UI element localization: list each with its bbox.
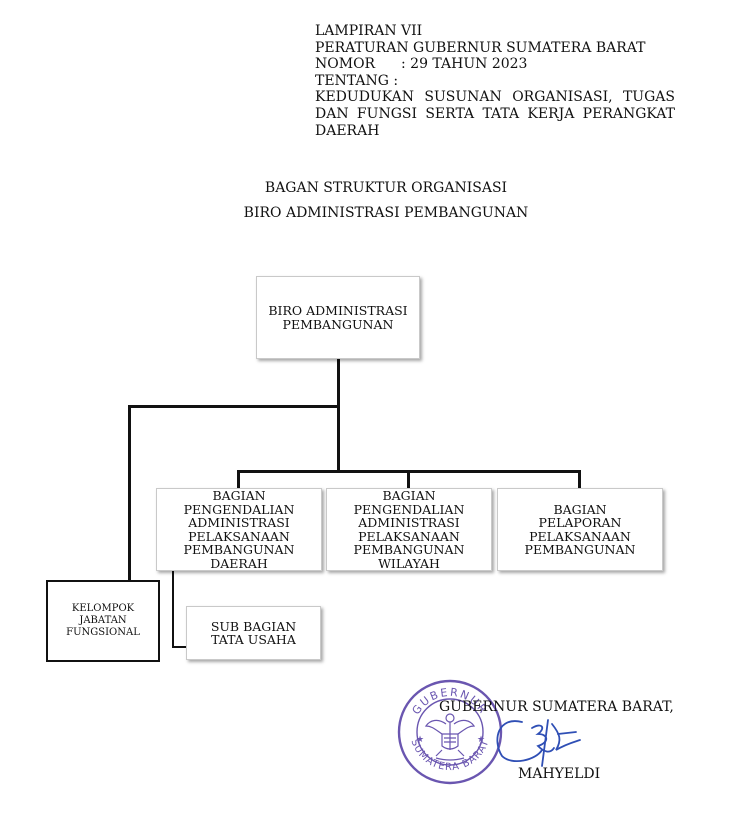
connector-subdivision-horizontal <box>172 646 186 648</box>
nomor-value: : 29 TAHUN 2023 <box>401 56 528 73</box>
division-box-1: BAGIAN PENGENDALIAN ADMINISTRASI PELAKSA… <box>156 488 322 571</box>
handwritten-signature <box>496 719 581 767</box>
functional-group-label: KELOMPOK JABATAN FUNGSIONAL <box>66 603 140 638</box>
connector-subdivision-vertical <box>172 571 174 648</box>
lampiran-label: LAMPIRAN VII <box>315 23 423 39</box>
division-box-3-label: BAGIAN PELAPORAN PELAKSANAAN PEMBANGUNAN <box>524 501 636 557</box>
tentang-label: TENTANG : <box>315 72 399 89</box>
peraturan-label: PERATURAN GUBERNUR SUMATERA BARAT <box>315 39 646 56</box>
division-box-3: BAGIAN PELAPORAN PELAKSANAAN PEMBANGUNAN <box>497 488 663 571</box>
chart-title: BAGAN STRUKTUR ORGANISASI <box>264 180 508 196</box>
division-box-2-label: BAGIAN PENGENDALIAN ADMINISTRASI PELAKSA… <box>353 488 465 571</box>
seal-star-left-icon: ★ <box>416 735 424 745</box>
seal-inner-ring <box>416 698 484 766</box>
connector-head-down <box>337 359 340 472</box>
official-seal-stamp: GUBERNUR SUMATERA BARAT ★ ★ <box>397 679 503 785</box>
nomor-row: NOMOR : 29 TAHUN 2023 <box>315 56 675 73</box>
division-box-2: BAGIAN PENGENDALIAN ADMINISTRASI PELAKSA… <box>326 488 492 571</box>
head-box: BIRO ADMINISTRASI PEMBANGUNAN <box>256 276 420 359</box>
sub-division-label: SUB BAGIAN TATA USAHA <box>210 618 297 647</box>
sub-division-box: SUB BAGIAN TATA USAHA <box>186 606 321 660</box>
document-header: LAMPIRAN VII PERATURAN GUBERNUR SUMATERA… <box>315 23 675 139</box>
subject-text: KEDUDUKAN SUSUNAN ORGANISASI, TUGAS DAN … <box>315 89 675 139</box>
signatory-name: MAHYELDI <box>518 766 601 782</box>
chart-subtitle: BIRO ADMINISTRASI PEMBANGUNAN <box>243 205 529 221</box>
garuda-emblem-icon <box>424 713 476 761</box>
connector-division2-down <box>407 470 410 489</box>
connector-division3-down <box>578 470 581 489</box>
functional-group-box: KELOMPOK JABATAN FUNGSIONAL <box>46 580 160 662</box>
connector-functional-down <box>128 405 131 582</box>
division-box-1-label: BAGIAN PENGENDALIAN ADMINISTRASI PELAKSA… <box>183 488 295 571</box>
head-box-label: BIRO ADMINISTRASI PEMBANGUNAN <box>268 303 408 332</box>
seal-outer-ring <box>397 679 503 785</box>
signatory-position: GUBERNUR SUMATERA BARAT, <box>439 699 674 715</box>
seal-star-right-icon: ★ <box>477 735 485 745</box>
connector-left-horizontal <box>128 405 340 408</box>
nomor-label: NOMOR <box>315 56 376 73</box>
connector-division1-down <box>237 470 240 489</box>
